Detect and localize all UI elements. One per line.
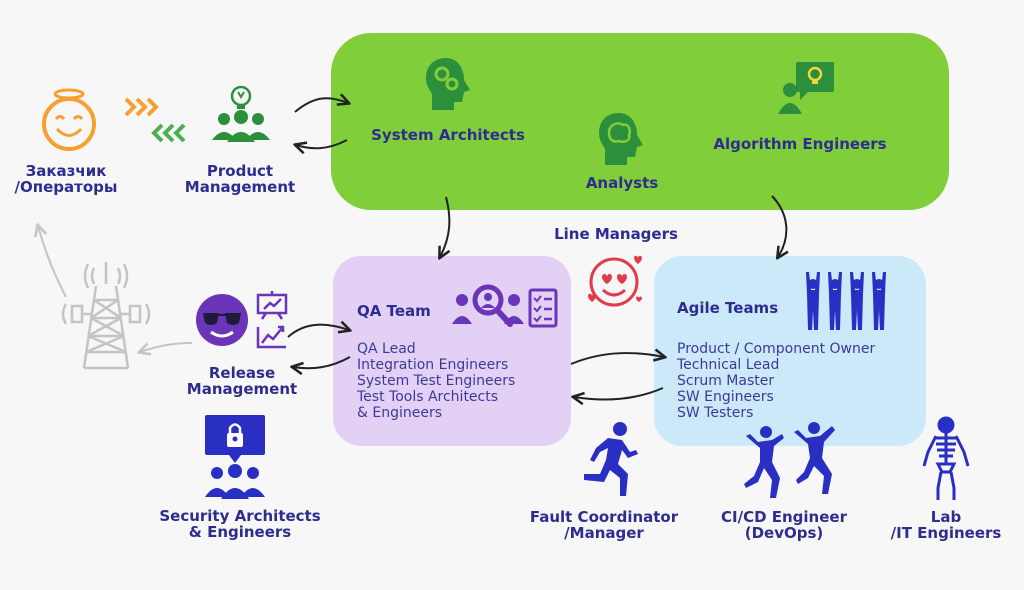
qa-team-members: QA Lead Integration Engineers System Tes… [357,341,515,421]
arrow-architects-to-agile [771,195,786,257]
qa-member: QA Lead [357,341,416,357]
running-person-icon [584,422,638,496]
dancing-people-icon [744,422,835,498]
sunglasses-face-icon [196,294,248,346]
arrow-agile-to-qa [574,387,664,400]
agile-member: SW Testers [677,405,754,421]
agile-member: Product / Component Owner [677,341,876,357]
qa-member: System Test Engineers [357,373,516,389]
lab-label: Lab /IT Engineers [890,508,1002,542]
system-architects-label: System Architects [371,126,525,144]
arrow-release-to-qa [287,325,349,338]
head-brain-icon [599,113,643,165]
release-management-label: Release Management [186,364,298,398]
team-magnifier-checklist-icon [452,284,558,328]
agile-team-members: Product / Component Owner Technical Lead… [677,341,875,421]
idea-presenter-icon [778,62,834,114]
qa-member: Test Tools Architects [357,389,499,405]
head-gears-icon [426,58,470,110]
arrow-qa-to-agile [570,353,664,365]
happy-face-icon [42,88,96,151]
product-management-label: Product Management [184,162,296,196]
skeleton-icon [922,416,970,500]
agile-member: SW Engineers [677,389,774,405]
arrow-pm-to-architects [294,98,348,113]
chevrons-right-icon [124,97,159,117]
agile-member: Scrum Master [677,373,775,389]
arrow-architects-to-qa [440,196,451,257]
qa-member: Integration Engineers [357,357,509,373]
radio-tower-icon [61,262,151,370]
qa-team-box [333,256,571,446]
analysts-label: Analysts [585,174,659,192]
arrow-qa-to-release [293,356,351,368]
heart-eyes-face-icon [588,255,642,307]
agile-member: Technical Lead [677,357,780,373]
arrow-tower-to-customer [38,226,67,298]
team-lightbulb-icon [212,85,270,142]
agile-teams-title: Agile Teams [677,299,779,317]
security-label: Security Architects & Engineers [159,507,321,541]
chevrons-left-icon [151,123,186,143]
cicd-label: CI/CD Engineer (DevOps) [721,508,847,542]
fault-coordinator-label: Fault Coordinator /Manager [529,508,679,542]
presentation-chart-icon [256,291,288,349]
qa-member: & Engineers [357,405,443,421]
customer-label: Заказчик /Операторы [14,162,118,196]
arrow-release-to-tower [140,342,193,352]
security-team-icon [205,415,265,499]
algorithm-engineers-label: Algorithm Engineers [713,135,887,153]
line-managers-label: Line Managers [554,225,678,243]
qa-team-title: QA Team [357,302,431,320]
cheering-team-icon [806,272,886,330]
arrow-architects-to-pm [296,139,348,148]
